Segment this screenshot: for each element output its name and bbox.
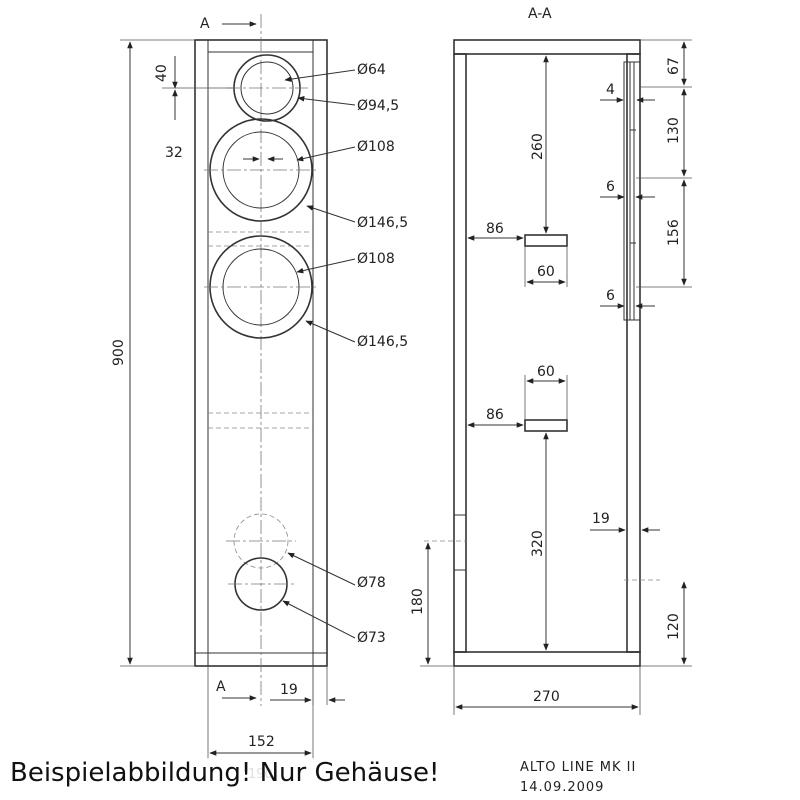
title-date: 14.09.2009 — [520, 780, 604, 795]
caption-note: Beispielabbildung! Nur Gehäuse! — [6, 758, 444, 788]
port-upper-hidden — [226, 513, 296, 569]
port-lower — [228, 557, 294, 611]
dim-depth-270: 270 — [533, 689, 560, 705]
label-port-upper: Ø78 — [357, 575, 386, 591]
top-panel — [453, 39, 641, 55]
back-panel — [453, 53, 467, 653]
section-view: A-A 260 86 60 60 86 — [410, 6, 692, 795]
dim-woofer-chamber-156: 156 — [666, 219, 682, 246]
section-marker-bottom: A — [216, 679, 226, 695]
dim-port-side-19: 19 — [280, 682, 298, 698]
dim-tweeter-offset-40: 40 — [154, 64, 170, 82]
label-mid2-inner: Ø108 — [357, 251, 395, 267]
dim-panel-thickness-19: 19 — [592, 511, 610, 527]
dim-height-900: 900 — [111, 339, 127, 366]
label-tweeter-inner: Ø64 — [357, 62, 386, 78]
section-marker-top: A — [200, 16, 210, 32]
label-mid2-outer: Ø146,5 — [357, 334, 408, 350]
dim-brace2-width-60: 60 — [537, 364, 555, 380]
dim-brace2-from-side-86: 86 — [486, 407, 504, 423]
dim-top-offset-67: 67 — [666, 57, 682, 75]
dim-brace1-width-60: 60 — [537, 264, 555, 280]
front-baffle — [626, 53, 641, 653]
midrange-1-cutout — [204, 118, 318, 222]
dim-brace1-height-260: 260 — [530, 133, 546, 160]
front-view: A A — [111, 14, 408, 782]
dim-mid-offset-32: 32 — [165, 145, 183, 161]
dim-port-height-180: 180 — [410, 588, 426, 615]
section-title: A-A — [528, 6, 552, 22]
label-port-lower: Ø73 — [357, 630, 386, 646]
midrange-2-cutout — [204, 235, 318, 339]
label-mid1-inner: Ø108 — [357, 139, 395, 155]
title-product-name: ALTO LINE MK II — [520, 760, 636, 775]
tweeter-cutout — [226, 54, 308, 122]
label-mid1-outer: Ø146,5 — [357, 215, 408, 231]
dim-bottom-right-120: 120 — [666, 613, 682, 640]
label-tweeter-outer: Ø94,5 — [357, 98, 399, 114]
dim-baffle-step-4: 4 — [606, 82, 615, 98]
dim-brace1-from-side-86: 86 — [486, 221, 504, 237]
dim-tweeter-chamber-130: 130 — [666, 117, 682, 144]
brace-lower — [524, 419, 568, 432]
bottom-panel — [453, 651, 641, 667]
dim-width-152: 152 — [248, 734, 275, 750]
dim-brace2-height-320: 320 — [530, 530, 546, 557]
brace-upper — [524, 234, 568, 247]
dim-rebate-6-b: 6 — [606, 288, 615, 304]
dim-rebate-6-a: 6 — [606, 179, 615, 195]
